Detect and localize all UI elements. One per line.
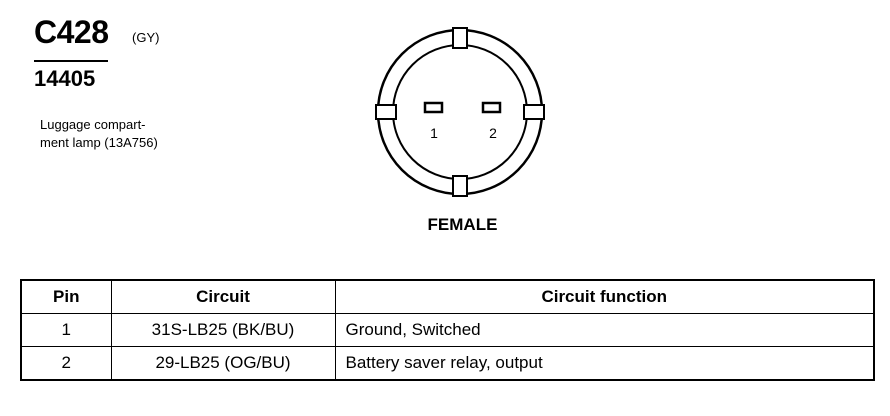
header-pin: Pin <box>20 279 112 314</box>
connector-color: (GY) <box>132 30 160 45</box>
pin-label-2: 2 <box>489 125 497 141</box>
connector-description: Luggage compart- ment lamp (13A756) <box>40 116 230 152</box>
connector-face-diagram: 1 2 <box>375 27 545 197</box>
key-left <box>375 104 397 120</box>
title-divider <box>34 60 108 62</box>
pin-label-1: 1 <box>430 125 438 141</box>
description-line-2: ment lamp (13A756) <box>40 135 158 150</box>
cell-function: Ground, Switched <box>334 313 875 347</box>
pin-cavity-2 <box>481 101 502 114</box>
table-row: 1 31S-LB25 (BK/BU) Ground, Switched <box>20 313 875 347</box>
key-right <box>523 104 545 120</box>
key-bottom <box>452 175 468 197</box>
housing-keys <box>375 27 545 197</box>
table-header-row: Pin Circuit Circuit function <box>20 279 875 314</box>
connector-gender: FEMALE <box>427 215 498 234</box>
part-number: 14405 <box>34 66 96 91</box>
key-top <box>452 27 468 49</box>
cell-circuit: 29-LB25 (OG/BU) <box>110 346 336 381</box>
connector-id: C428 <box>34 14 109 50</box>
cell-pin: 2 <box>20 346 112 381</box>
pin-cavity-1 <box>423 101 444 114</box>
header-circuit: Circuit <box>110 279 336 314</box>
table-row: 2 29-LB25 (OG/BU) Battery saver relay, o… <box>20 346 875 381</box>
cell-function: Battery saver relay, output <box>334 346 875 381</box>
cell-pin: 1 <box>20 313 112 347</box>
connector-housing <box>376 28 544 196</box>
cell-circuit: 31S-LB25 (BK/BU) <box>110 313 336 347</box>
description-line-1: Luggage compart- <box>40 117 146 132</box>
pinout-table: Pin Circuit Circuit function 1 31S-LB25 … <box>20 279 875 381</box>
header-circuit-function: Circuit function <box>334 279 875 314</box>
